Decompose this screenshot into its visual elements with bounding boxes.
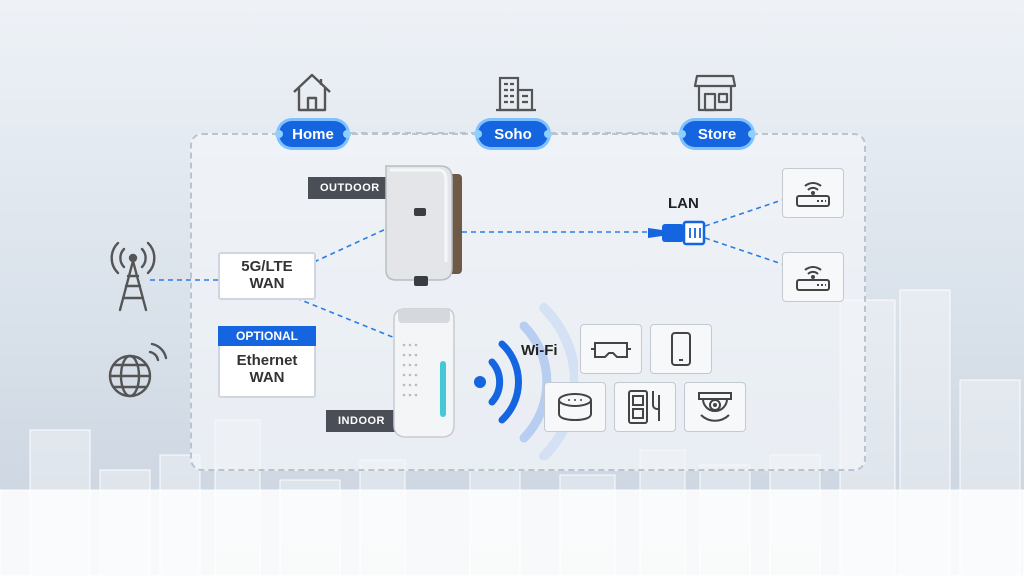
wan-5g-lte-box: 5G/LTE WAN [218, 252, 316, 300]
location-pill-store: Store [678, 121, 756, 147]
location-label: Home [292, 125, 334, 143]
storefront-icon [693, 74, 737, 112]
optional-badge: OPTIONAL [218, 326, 316, 346]
lan-device-router-2 [782, 252, 844, 302]
lan-label: LAN [668, 195, 699, 212]
ethernet-box-line2: WAN [249, 369, 285, 386]
wifi-device-smart-speaker [544, 382, 606, 432]
indoor-tag-label: INDOOR [338, 415, 385, 427]
location-pill-soho: Soho [474, 121, 552, 147]
ethernet-connector-icon [648, 220, 706, 246]
outdoor-tag-label: OUTDOOR [320, 182, 380, 194]
wifi-device-vr-headset [580, 324, 642, 374]
outdoor-cpe-device [385, 165, 462, 286]
smartphone-icon [671, 332, 691, 366]
wifi-waves-icon [474, 303, 578, 460]
outdoor-tag: OUTDOOR [308, 177, 408, 199]
ethernet-wan-box: OPTIONAL Ethernet WAN [218, 326, 316, 398]
smart-plug-icon [628, 390, 660, 424]
ethernet-box-line1: Ethernet [236, 352, 298, 369]
indoor-cpe-device [393, 308, 455, 438]
wan-box-line1: 5G/LTE [241, 258, 293, 275]
office-building-icon [496, 76, 536, 112]
location-label: Soho [494, 125, 532, 143]
wifi-device-smartphone [650, 324, 712, 374]
smart-speaker-icon [558, 393, 592, 422]
wifi-device-security-camera [684, 382, 746, 432]
vr-headset-icon [591, 342, 631, 358]
wan-box-line2: WAN [249, 275, 285, 292]
house-icon [293, 73, 331, 112]
deployment-panel [190, 133, 866, 471]
location-pill-home: Home [275, 121, 351, 147]
cell-tower-icon [110, 241, 156, 312]
wifi-label: Wi-Fi [521, 342, 558, 359]
wifi-router-icon [796, 266, 830, 291]
security-camera-icon [698, 392, 732, 422]
wifi-router-icon [796, 182, 830, 207]
location-label: Store [697, 125, 737, 143]
lan-device-router-1 [782, 168, 844, 218]
globe-wireless-icon [108, 342, 168, 398]
wifi-device-smart-plug [614, 382, 676, 432]
